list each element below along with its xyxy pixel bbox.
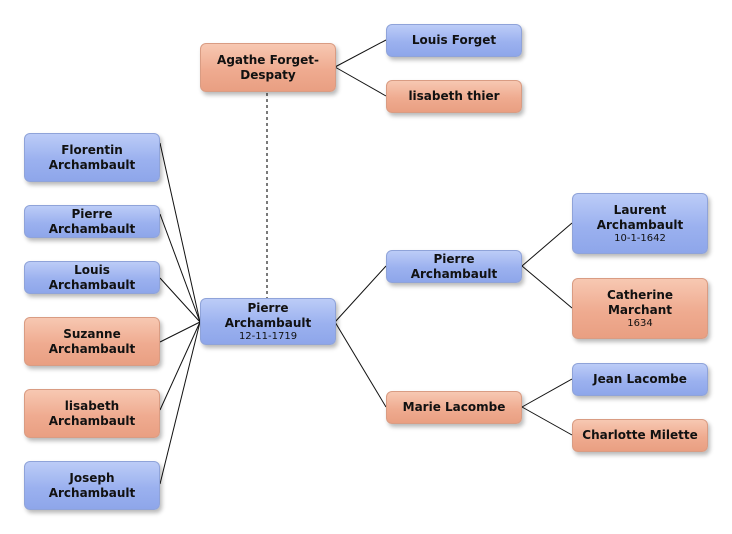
- father-link-catherine: [521, 265, 573, 309]
- parent-link-father: [334, 265, 387, 323]
- person-name: lisabeth thier: [408, 89, 500, 103]
- person-louis-archambault[interactable]: Louis Archambault: [24, 261, 160, 294]
- person-date: 1634: [627, 317, 653, 329]
- person-date: 10-1-1642: [614, 232, 666, 244]
- mother-link-charlotte: [521, 406, 573, 436]
- person-name: Agathe Forget- Despaty: [217, 52, 319, 82]
- person-suzanne-archambault[interactable]: Suzanne Archambault: [24, 317, 160, 366]
- agathe-link-mother: [334, 66, 387, 97]
- person-louis-forget[interactable]: Louis Forget: [386, 24, 522, 57]
- person-name: Laurent Archambault: [596, 202, 684, 232]
- person-name: Jean Lacombe: [593, 372, 687, 386]
- person-name: Louis Archambault: [48, 262, 136, 292]
- person-name: Pierre Archambault: [224, 300, 312, 330]
- father-link-laurent: [521, 222, 573, 267]
- sibling-link-suzanne: [159, 321, 201, 343]
- person-name: Catherine Marchant: [606, 287, 674, 317]
- person-name: lisabeth Archambault: [48, 398, 136, 428]
- person-lisabeth-archambault[interactable]: lisabeth Archambault: [24, 389, 160, 438]
- person-charlotte-milette[interactable]: Charlotte Milette: [572, 419, 708, 452]
- person-name: Marie Lacombe: [402, 400, 506, 414]
- person-agathe-forget-despaty[interactable]: Agathe Forget- Despaty: [200, 43, 336, 92]
- person-florentin-archambault[interactable]: Florentin Archambault: [24, 133, 160, 182]
- person-name: Louis Forget: [411, 33, 497, 47]
- person-name: Joseph Archambault: [48, 470, 136, 500]
- person-pierre-archambault-father[interactable]: Pierre Archambault: [386, 250, 522, 283]
- person-pierre-archambault-sibling[interactable]: Pierre Archambault: [24, 205, 160, 238]
- agathe-link-father: [334, 39, 387, 68]
- person-catherine-marchant[interactable]: Catherine Marchant 1634: [572, 278, 708, 339]
- person-lisabeth-thier[interactable]: lisabeth thier: [386, 80, 522, 113]
- person-name: Pierre Archambault: [48, 206, 136, 236]
- person-jean-lacombe[interactable]: Jean Lacombe: [572, 363, 708, 396]
- person-name: Pierre Archambault: [410, 251, 498, 281]
- person-joseph-archambault[interactable]: Joseph Archambault: [24, 461, 160, 510]
- person-pierre-archambault-main[interactable]: Pierre Archambault 12-11-1719: [200, 298, 336, 345]
- sibling-link-joseph: [159, 321, 201, 485]
- person-date: 12-11-1719: [238, 330, 298, 342]
- sibling-link-florentin: [159, 142, 201, 323]
- sibling-link-pierre: [159, 213, 201, 323]
- person-name: Suzanne Archambault: [48, 326, 136, 356]
- parent-link-mother: [334, 321, 387, 408]
- mother-link-jean: [521, 378, 573, 408]
- person-marie-lacombe[interactable]: Marie Lacombe: [386, 391, 522, 424]
- person-laurent-archambault[interactable]: Laurent Archambault 10-1-1642: [572, 193, 708, 254]
- person-name: Charlotte Milette: [582, 428, 698, 442]
- sibling-link-lisabeth: [159, 321, 201, 411]
- sibling-link-louis: [159, 277, 201, 323]
- person-name: Florentin Archambault: [48, 142, 136, 172]
